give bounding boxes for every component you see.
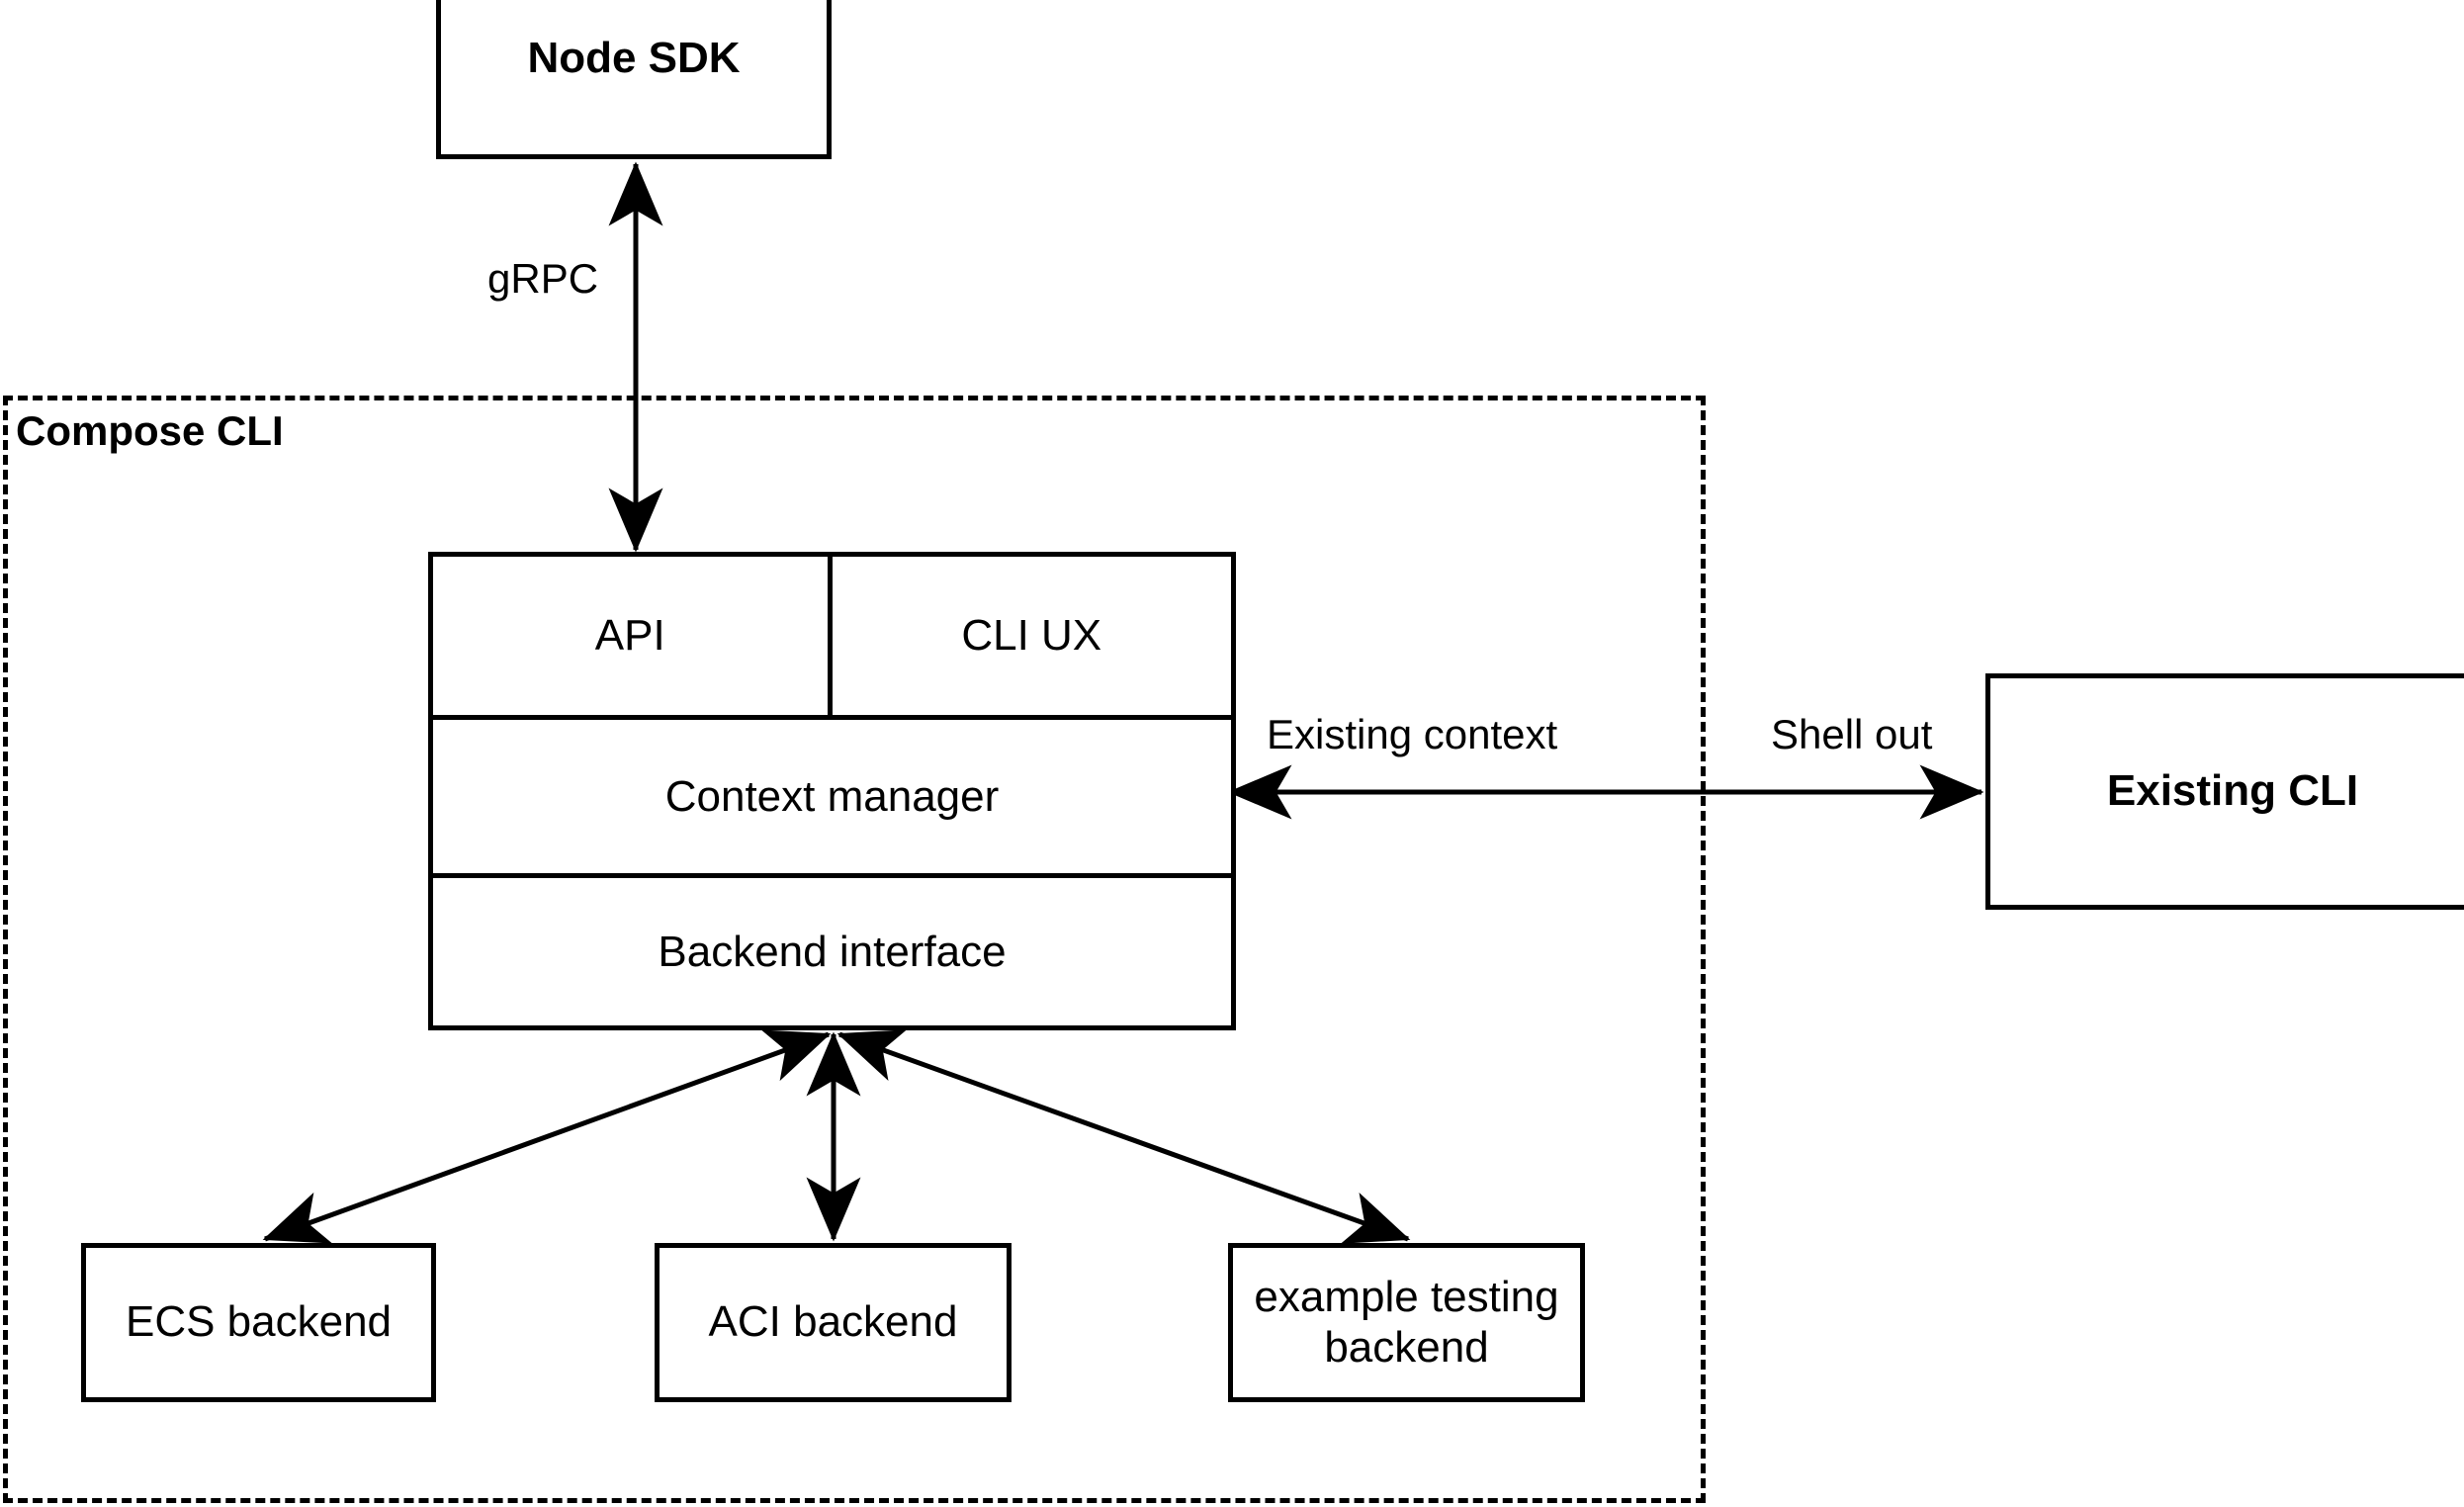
node-node-sdk[interactable]: Node SDK <box>436 0 832 159</box>
stack-cell-context-manager-label: Context manager <box>664 771 1000 821</box>
edge-ecs-line <box>262 1029 832 1244</box>
group-compose-cli <box>3 396 1706 1503</box>
group-compose-cli-label: Compose CLI <box>16 407 284 454</box>
edge-label-existing-context: Existing context <box>1261 711 1564 758</box>
stack-cell-api[interactable]: API <box>433 557 833 715</box>
node-existing-cli[interactable]: Existing CLI <box>1985 673 2464 910</box>
node-existing-cli-label: Existing CLI <box>2106 766 2359 816</box>
node-example-testing-backend-label: example testing backend <box>1254 1272 1559 1372</box>
stack-cell-cli-ux[interactable]: CLI UX <box>832 557 1231 715</box>
stack-row-backend-interface: Backend interface <box>433 873 1231 1025</box>
stack-cell-backend-interface[interactable]: Backend interface <box>433 878 1231 1025</box>
stack-cell-api-label: API <box>594 611 665 660</box>
edge-label-shell-out: Shell out <box>1765 711 1939 758</box>
node-ecs-backend-label: ECS backend <box>125 1297 393 1347</box>
stack-cell-cli-ux-label: CLI UX <box>961 611 1102 660</box>
node-ecs-backend[interactable]: ECS backend <box>81 1243 436 1402</box>
stack-cell-context-manager[interactable]: Context manager <box>433 720 1231 873</box>
stack-cell-backend-interface-label: Backend interface <box>658 927 1007 976</box>
edge-example-line <box>836 1029 1411 1244</box>
node-node-sdk-label: Node SDK <box>527 34 741 83</box>
stack-row-context-manager: Context manager <box>433 715 1231 873</box>
node-example-testing-backend[interactable]: example testing backend <box>1228 1243 1585 1402</box>
stack-row-top: API CLI UX <box>433 557 1231 715</box>
node-aci-backend[interactable]: ACI backend <box>655 1243 1012 1402</box>
edge-label-grpc: gRPC <box>482 255 605 303</box>
node-aci-backend-label: ACI backend <box>708 1297 958 1347</box>
compose-cli-stack: API CLI UX Context manager Backend inter… <box>428 552 1236 1030</box>
